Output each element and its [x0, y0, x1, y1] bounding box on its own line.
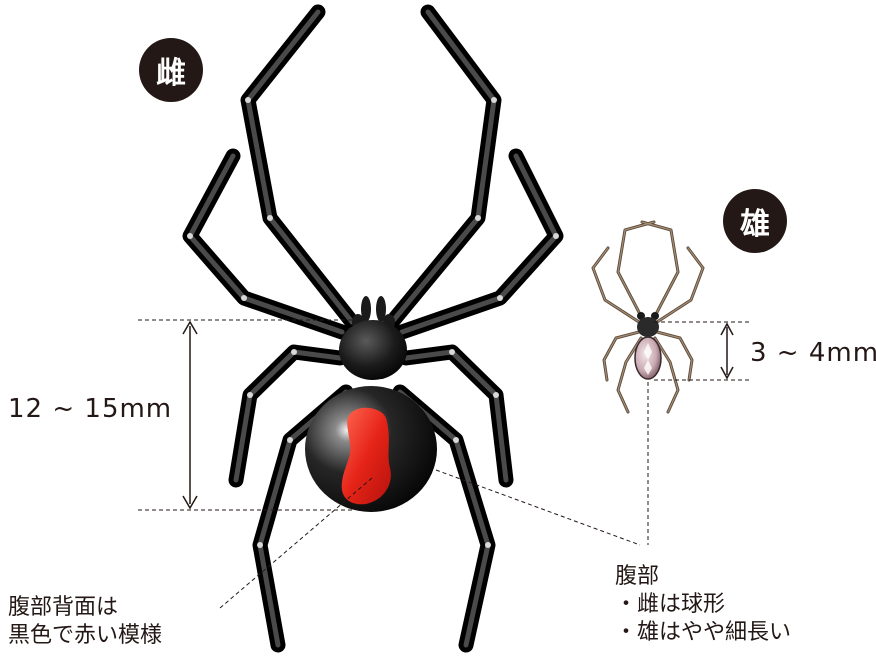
- dorsal-note-line-1: 腹部背面は: [8, 594, 162, 622]
- female-badge: 雌: [139, 38, 203, 102]
- dorsal-note: 腹部背面は 黒色で赤い模様: [8, 594, 162, 650]
- male-size-label: 3 ~ 4mm: [750, 338, 876, 368]
- female-size-label: 12 ~ 15mm: [8, 394, 172, 424]
- male-cephalothorax: [637, 317, 659, 337]
- female-spider: [187, 12, 559, 645]
- male-badge: 雄: [723, 189, 787, 253]
- male-size-bracket: [654, 322, 752, 380]
- abdomen-note-line-2: ・雄はやや細長い: [615, 619, 791, 647]
- abdomen-note-line-1: ・雌は球形: [615, 591, 791, 619]
- female-cephalothorax: [339, 320, 407, 380]
- dorsal-note-line-2: 黒色で赤い模様: [8, 622, 162, 650]
- abdomen-note-title: 腹部: [615, 563, 791, 591]
- abdomen-note: 腹部 ・雌は球形 ・雄はやや細長い: [615, 563, 791, 647]
